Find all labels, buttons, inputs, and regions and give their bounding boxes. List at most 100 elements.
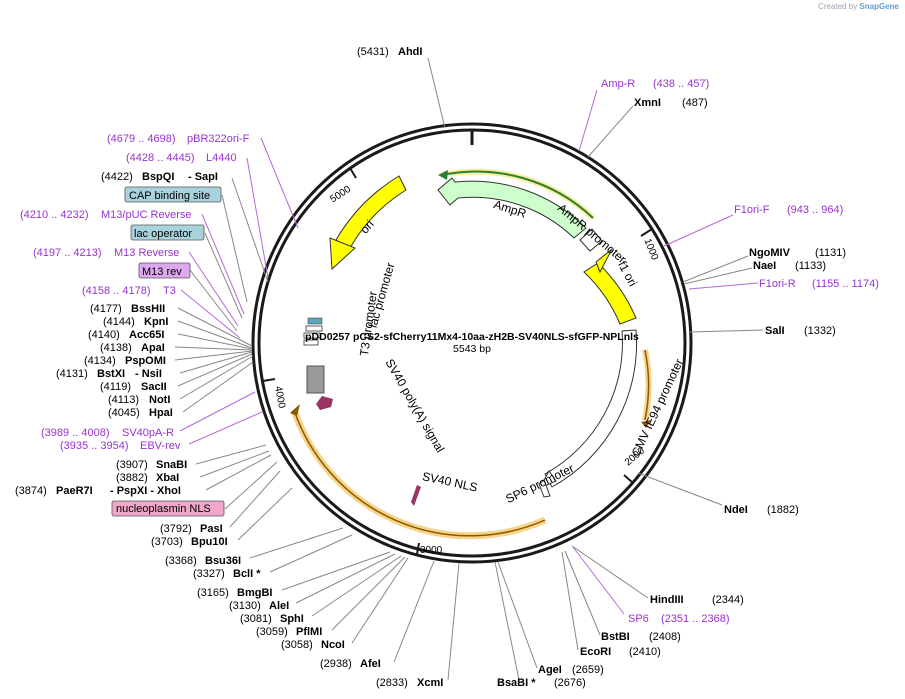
site-pos-ndei: (1882) — [767, 504, 799, 516]
leader-sphi — [311, 555, 402, 617]
site-bcli: (3327)BclI * — [193, 568, 261, 580]
site-f1ori-f: F1ori-F(943 .. 964) — [734, 204, 843, 216]
site-pos-bspqi: (4422) — [101, 171, 133, 183]
site-pos-bcli: (3327) — [193, 568, 225, 580]
f1-ori-feature — [583, 262, 637, 325]
leader-lines — [174, 57, 764, 681]
leader-ecori — [561, 551, 579, 651]
leader-ndei — [637, 472, 723, 506]
site-bmgbi: (3165)BmgBI — [197, 587, 272, 599]
site-pos-sali: (1332) — [804, 325, 836, 337]
site-name-bmgbi: BmgBI — [237, 587, 272, 599]
leader-xcmi — [447, 562, 460, 681]
site-name-pspomi: PspOMI — [125, 355, 166, 367]
site-pos-kpni: (4144) — [103, 316, 135, 328]
ampr-feature — [437, 177, 587, 239]
site-paer7i: (3874)PaeR7I- PspXI - XhoI — [15, 485, 181, 497]
site-name-bpu10i: Bpu10I — [191, 536, 228, 548]
site-name-bsu36i: Bsu36I — [205, 555, 241, 567]
site-name-t3: T3 — [163, 285, 176, 297]
leader-t3 — [180, 289, 241, 339]
site-pos-pbr322: (4679 .. 4698) — [107, 133, 176, 145]
site-bstxi: (4131)BstXI- NsiI — [56, 368, 162, 380]
site-name-amp-r: Amp-R — [601, 78, 635, 90]
site-pos-m13puc: (4210 .. 4232) — [20, 209, 89, 221]
lac-operator-box — [130, 224, 205, 241]
leader-snabi — [195, 444, 267, 465]
site-name-bspqi: BspQI — [142, 171, 174, 183]
leader-sv40pa-r — [179, 391, 256, 432]
site-name-pbr322: pBR322ori-F — [187, 133, 250, 145]
site-bsabi: BsaBI *(2676) — [497, 677, 586, 689]
leader-m13puc — [201, 213, 245, 315]
site-pos-ahdi: (5431) — [357, 46, 389, 58]
cds-line-bottom — [293, 409, 546, 537]
lac-region-box-1 — [307, 317, 323, 325]
tick-5000 — [349, 167, 357, 179]
site-name-sali: SalI — [765, 325, 785, 337]
site-pos-bsu36i: (3368) — [165, 555, 197, 567]
plasmid-name: pDD0257 pCS2-sfCherry11Mx4-10aa-zH2B-SV4… — [305, 331, 639, 343]
site-acc65i: (4140)Acc65I — [88, 329, 164, 341]
site-name-ebv-rev: EBV-rev — [140, 440, 181, 452]
leader-pflmi — [331, 556, 406, 631]
site-ngomiv: NgoMIV(1131) — [749, 247, 846, 259]
site-pasi: (3792)PasI — [160, 523, 223, 535]
site-pflmi: (3059)PflMI — [256, 626, 322, 638]
sv40-polya-feature — [316, 396, 333, 410]
leader-naei — [683, 267, 753, 285]
site-name-bstxi: BstXI — [97, 368, 125, 380]
leader-noti — [179, 355, 254, 400]
site-name-nls: nucleoplasmin NLS — [116, 503, 211, 515]
site-apai: (4138)ApaI — [100, 342, 165, 354]
site-pos-hpai: (4045) — [108, 407, 140, 419]
site-pos-acc65i: (4140) — [88, 329, 120, 341]
site-lac-operator: lac operator — [130, 224, 205, 241]
site-pos-sacii: (4119) — [100, 381, 131, 393]
credit-prefix: Created by — [818, 2, 858, 11]
site-name-xcmi: XcmI — [417, 677, 443, 689]
site-pos-pspomi: (4134) — [84, 355, 116, 367]
cds-highlight-bottom — [290, 408, 547, 540]
leader-sacii — [177, 353, 253, 387]
leader-bsshii — [177, 307, 253, 347]
site-agei: AgeI(2659) — [538, 664, 604, 676]
leader-amp-r — [578, 89, 598, 152]
site-m13puc: (4210 .. 4232)M13/pUC Reverse — [20, 209, 191, 221]
site-t3: (4158 .. 4178)T3 — [82, 285, 176, 297]
lac-region-box-2 — [305, 325, 323, 332]
site-ndei: NdeI(1882) — [724, 504, 799, 516]
leader-ahdi — [427, 57, 446, 129]
site-cap: CAP binding site — [124, 186, 222, 203]
leader-kpni — [177, 320, 253, 349]
backbone-outer — [251, 122, 693, 564]
leader-ebv-rev — [188, 411, 263, 445]
site-hpai: (4045)HpaI — [108, 407, 173, 419]
site-name-sacii: SacII — [141, 381, 167, 393]
site-pos-snabi: (3907) — [116, 459, 148, 471]
site-name-sphi: SphI — [280, 613, 304, 625]
m13rev-box — [138, 262, 191, 279]
site-name-bstbi: BstBI — [601, 631, 630, 643]
site-name-lac-operator: lac operator — [134, 228, 192, 240]
site-bsu36i: (3368) Bsu36I — [165, 555, 241, 567]
leader-pbr322 — [260, 137, 299, 229]
site-ebv-rev: (3935 .. 3954)EBV-rev — [60, 440, 181, 452]
tick-2000 — [623, 474, 634, 484]
site-pos-sp6: (2351 .. 2368) — [661, 613, 730, 625]
leader-ngomiv — [682, 255, 749, 283]
cmv-promoter-feature — [544, 329, 638, 488]
site-afei: (2938)AfeI — [320, 658, 381, 670]
site-pos-hindiii: (2344) — [712, 594, 744, 606]
site-sali: SalI (1332) — [765, 325, 836, 337]
site-name-paer7i: PaeR7I — [56, 485, 93, 497]
sv40-nls-feature — [411, 485, 421, 506]
cds-line-right — [644, 349, 650, 421]
site-pos-amp-r: (438 .. 457) — [653, 78, 709, 90]
cds-right-arrowhead — [641, 420, 651, 428]
backbone-inner — [257, 128, 687, 558]
leader-bstxi — [179, 351, 253, 374]
site-name-bsshii: BssHII — [131, 303, 165, 315]
site-m13-reverse: (4197 .. 4213)M13 Reverse — [33, 247, 179, 259]
site-bsshii: (4177)BssHII — [90, 303, 165, 315]
